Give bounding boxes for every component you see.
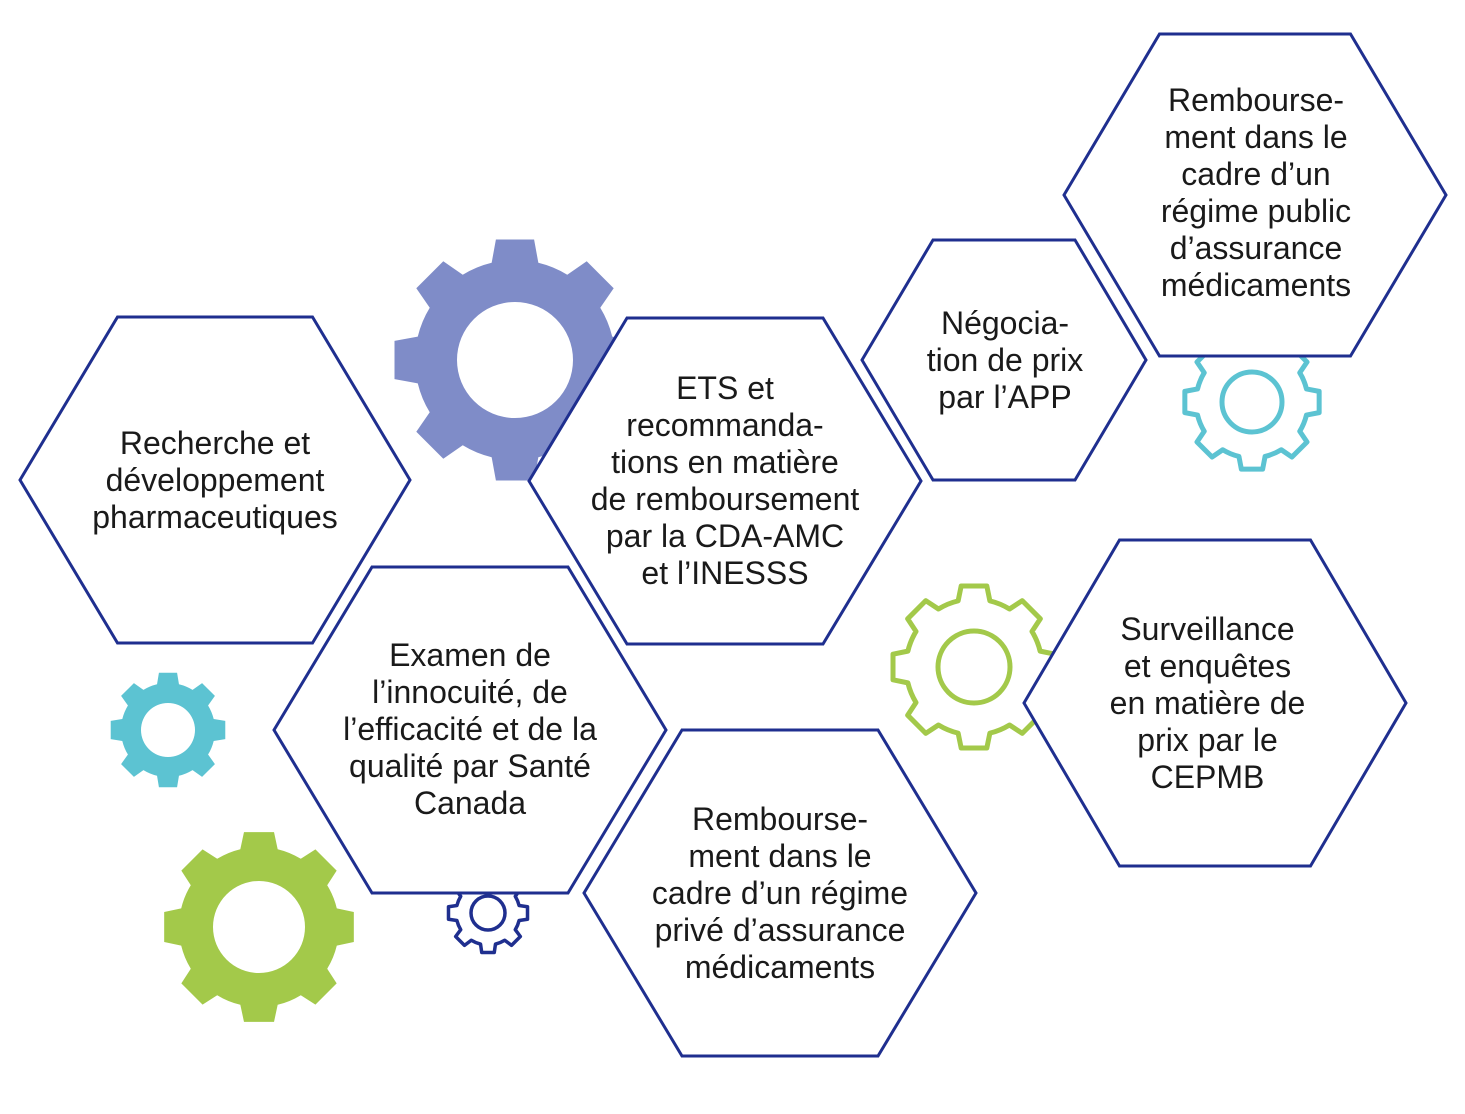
hexagons-layer (18, 32, 1448, 1058)
hexagon-app (860, 238, 1148, 482)
gear-green-large-icon (164, 832, 354, 1022)
hexagon-sante-canada (272, 565, 668, 895)
gear-navy-outline-icon (446, 871, 530, 955)
gear-cyan-outline-icon (1182, 332, 1322, 472)
hexagon-ets (527, 316, 923, 646)
hexagon-cepmb (1022, 538, 1408, 868)
hexagon-prive (582, 728, 978, 1058)
hexagon-public (1062, 32, 1448, 358)
gear-cyan-small-icon (110, 672, 226, 788)
hexagon-rd (18, 315, 412, 645)
gear-green-outline-icon (890, 583, 1058, 751)
